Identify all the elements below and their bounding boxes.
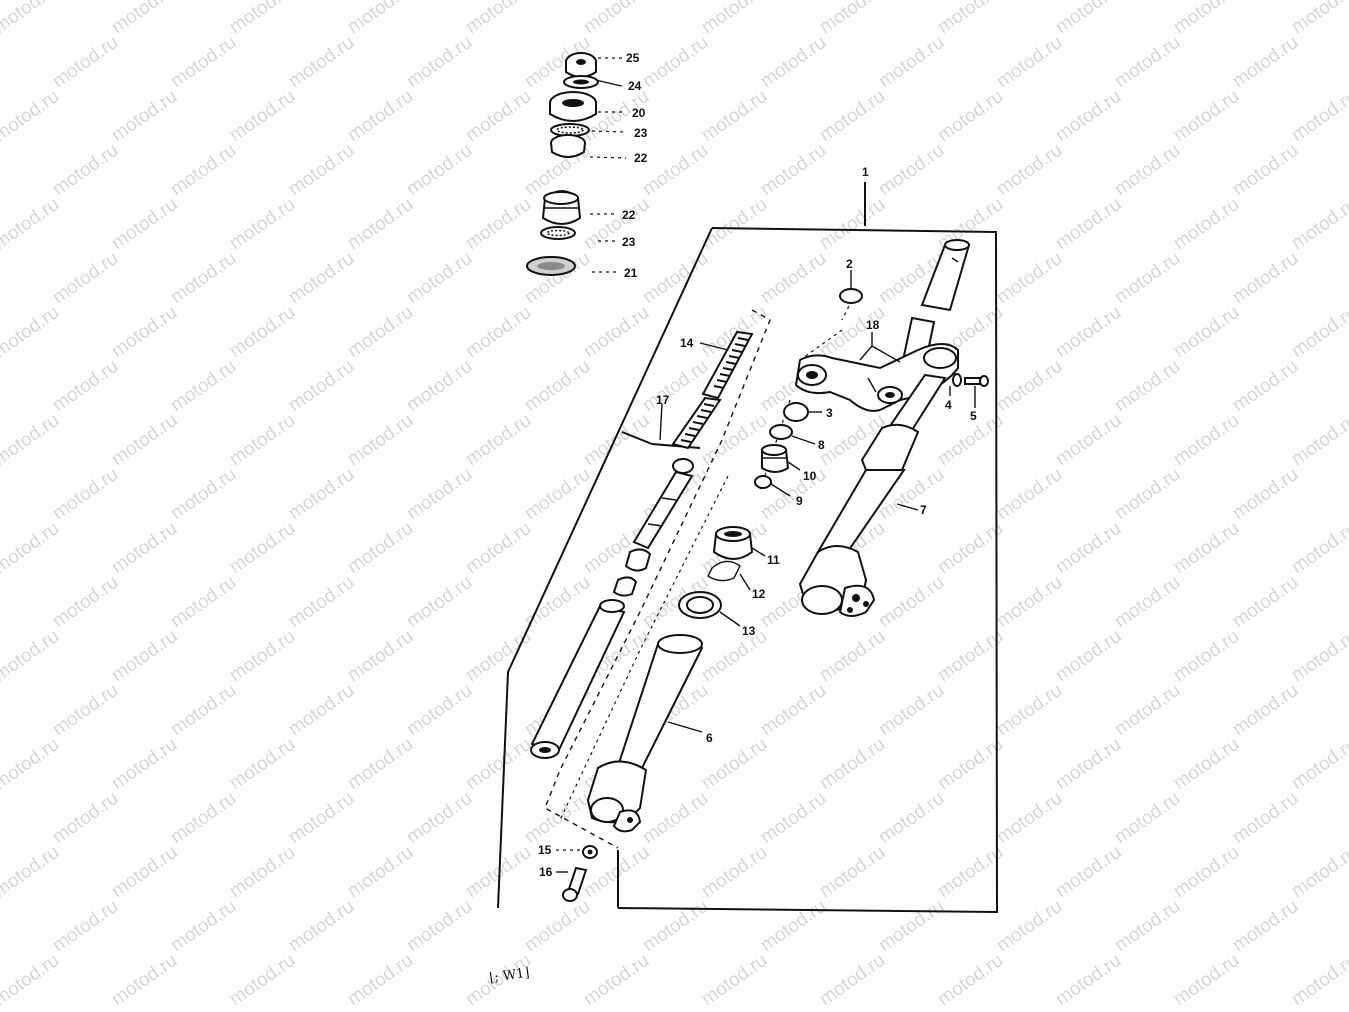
callout-22-upper: 22 — [634, 151, 648, 165]
part-23-bearing-lower — [540, 226, 576, 240]
part-7-fork-leg-right — [798, 373, 947, 617]
callout-8: 8 — [818, 438, 825, 452]
callout-1: 1 — [862, 165, 869, 179]
callout-13: 13 — [742, 624, 756, 638]
part-15-washer — [582, 845, 598, 859]
callout-25: 25 — [626, 51, 640, 65]
callout-17: 17 — [656, 393, 670, 407]
callout-15: 15 — [538, 843, 552, 857]
part-12-clip — [707, 560, 741, 582]
callout-21: 21 — [624, 266, 638, 280]
callout-5: 5 — [970, 409, 977, 423]
part-13-ring — [678, 591, 722, 619]
callout-22-lower: 22 — [622, 208, 636, 222]
callout-24: 24 — [628, 79, 642, 93]
damper-piece-upper — [624, 548, 652, 572]
leader-lines-left — [556, 342, 729, 873]
part-21-dust-seal — [526, 256, 576, 276]
callout-12: 12 — [752, 587, 766, 601]
callout-7: 7 — [920, 503, 927, 517]
callout-14: 14 — [680, 336, 694, 350]
callout-20: 20 — [632, 106, 646, 120]
callout-16: 16 — [539, 865, 553, 879]
part-3-seal — [783, 402, 809, 422]
inner-fork-tube-left — [530, 599, 626, 759]
part-24-washer — [563, 75, 599, 89]
right-fork-assembly — [794, 239, 989, 617]
callout-3: 3 — [826, 406, 833, 420]
part-25-nut — [565, 52, 597, 78]
callout-9: 9 — [796, 494, 803, 508]
upper-inner-tube — [920, 239, 971, 312]
leader-lines-mid — [719, 270, 976, 627]
part-17-damper-spring — [671, 396, 722, 450]
part-22-race-lower — [541, 190, 582, 225]
callout-10: 10 — [803, 469, 817, 483]
part-20-ring-nut — [549, 91, 597, 122]
damper-rod — [632, 458, 694, 550]
callout-labels: 1 2 3 4 5 6 7 8 9 10 11 12 13 14 15 16 1… — [538, 51, 977, 879]
steering-stem-parts — [526, 52, 599, 276]
part-14-spring — [701, 330, 754, 400]
callout-11: 11 — [767, 553, 780, 567]
callout-4: 4 — [945, 398, 952, 412]
part-22-race-upper — [550, 134, 586, 158]
damper-piece-lower — [612, 576, 638, 597]
part-6-fork-leg-left — [586, 634, 704, 833]
callout-2: 2 — [846, 257, 853, 271]
part-10-bushing — [761, 444, 790, 473]
part-9-circlip — [754, 475, 772, 489]
part-4-washer — [952, 373, 962, 387]
part-8-ring — [769, 424, 793, 440]
handwritten-footnote: ⌊; W1⌋ — [488, 965, 530, 985]
part-11-oil-seal — [712, 526, 754, 560]
callout-18: 18 — [866, 318, 880, 332]
callout-23-lower: 23 — [622, 235, 636, 249]
part-2-cap — [839, 288, 863, 304]
small-internal-parts — [678, 288, 863, 619]
callout-6: 6 — [706, 731, 713, 745]
leader-lines-top — [589, 57, 627, 273]
left-fork-assembly — [530, 330, 754, 833]
callout-23-upper: 23 — [634, 126, 648, 140]
part-5-bolt — [964, 375, 989, 387]
part-16-bolt — [562, 866, 588, 902]
assembly-frame — [497, 182, 999, 914]
